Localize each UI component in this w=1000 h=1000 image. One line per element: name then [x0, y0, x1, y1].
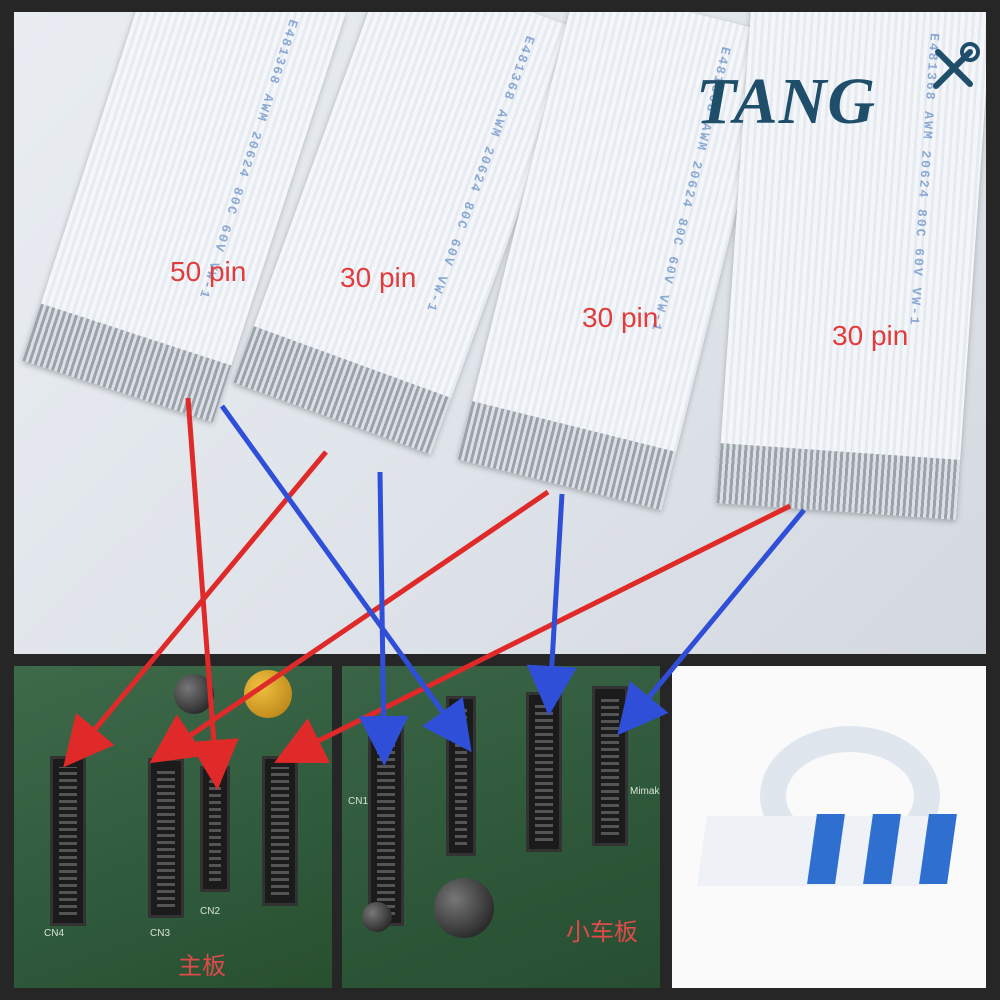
cables-photo: E481368 AWM 20624 80C 60V VW-1 E481368 A… — [14, 12, 986, 654]
connector-d — [592, 686, 628, 846]
silk-cn3: CN3 — [150, 928, 171, 939]
capacitor — [362, 902, 392, 932]
pin-unit: pin — [378, 262, 417, 293]
cable-contacts — [716, 443, 961, 520]
wrench-screwdriver-icon — [933, 42, 980, 89]
pin-label-30-b: 30 pin — [582, 302, 658, 334]
capacitor — [434, 878, 494, 938]
main-board-label: 主板 — [178, 953, 226, 980]
pin-count: 30 — [582, 302, 614, 333]
cable-roll-photo — [672, 666, 986, 988]
silk-cn4: CN4 — [44, 928, 65, 939]
cable-contacts — [233, 326, 452, 455]
capacitor — [174, 674, 214, 714]
pin-label-30-c: 30 pin — [832, 320, 908, 352]
cable-contacts — [22, 303, 232, 423]
pin-count: 30 — [340, 262, 372, 293]
cable-contacts — [457, 401, 677, 511]
capacitor — [244, 670, 292, 718]
carriage-board-photo: CN1 Mimaki 小车板 — [342, 666, 660, 988]
pin-label-30-a: 30 pin — [340, 262, 416, 294]
connector-c — [526, 692, 562, 852]
connector-a — [368, 726, 404, 926]
pin-unit: pin — [870, 320, 909, 351]
connector-b — [446, 696, 476, 856]
connector-cn3 — [148, 758, 184, 918]
silk-cn2: CN2 — [200, 906, 221, 917]
connector-cn1 — [262, 756, 298, 906]
silk-cn1: CN1 — [348, 796, 369, 807]
connector-cn4 — [50, 756, 86, 926]
pin-unit: pin — [620, 302, 659, 333]
main-board-photo: CN4 CN3 CN2 主板 — [14, 666, 332, 988]
pin-unit: pin — [208, 256, 247, 287]
pin-label-50: 50 pin — [170, 256, 246, 288]
pin-count: 30 — [832, 320, 864, 351]
carriage-board-label: 小车板 — [566, 919, 638, 946]
silk-mimaki: Mimaki — [630, 786, 660, 797]
connector-cn2 — [200, 766, 230, 892]
brand-logo: TANG — [696, 65, 877, 138]
pin-count: 50 — [170, 256, 202, 287]
